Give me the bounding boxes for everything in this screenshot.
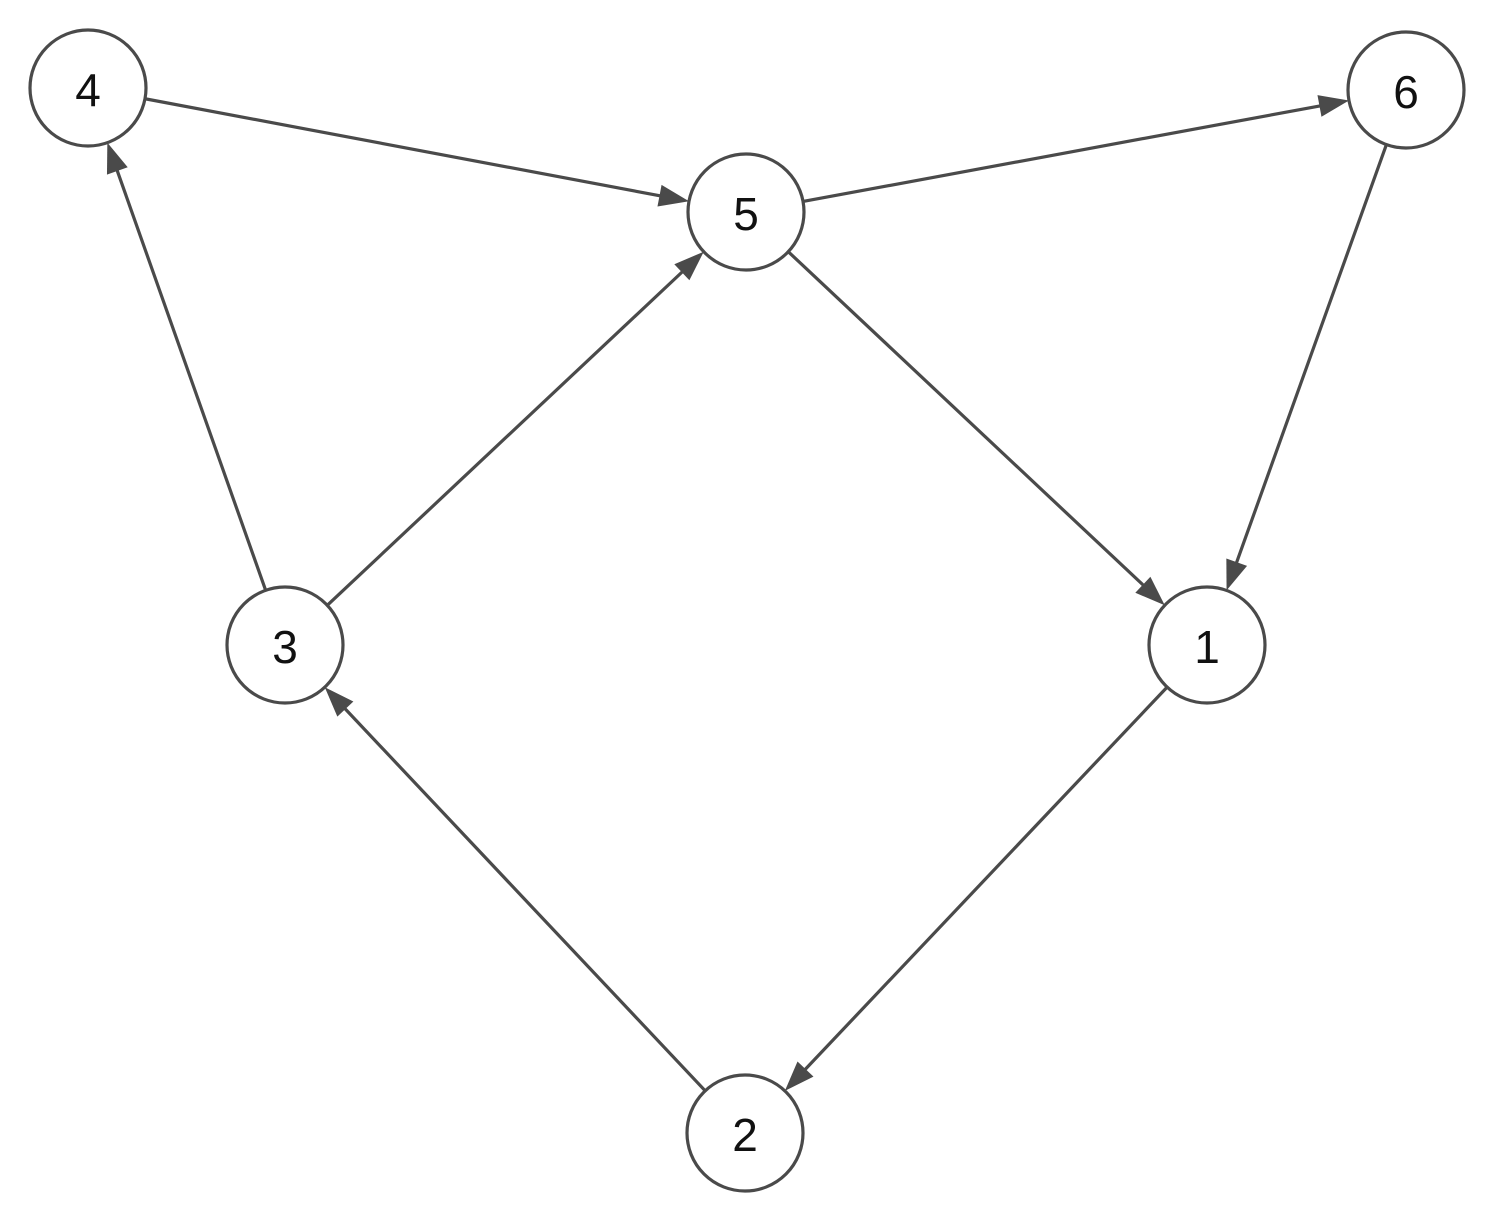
edge-1-to-2 xyxy=(784,686,1169,1091)
edge-line xyxy=(326,268,686,607)
node-label: 3 xyxy=(272,621,298,673)
edge-4-to-5 xyxy=(144,97,690,207)
node-label: 6 xyxy=(1393,66,1419,118)
arrowhead-icon xyxy=(784,1061,814,1091)
edge-line xyxy=(114,166,268,591)
node-label: 1 xyxy=(1194,621,1220,673)
arrowhead-icon xyxy=(1135,576,1165,606)
node-circle xyxy=(225,585,345,705)
node-4: 4 xyxy=(28,28,148,148)
edge-5-to-6 xyxy=(802,95,1349,204)
node-1: 1 xyxy=(1147,585,1267,705)
edge-line xyxy=(1233,144,1388,567)
arrowhead-icon xyxy=(657,184,690,207)
edge-line xyxy=(787,250,1147,589)
edge-line xyxy=(144,97,664,199)
node-6: 6 xyxy=(1346,30,1466,150)
node-circle xyxy=(686,152,806,272)
node-2: 2 xyxy=(685,1073,805,1193)
node-label: 4 xyxy=(75,64,101,116)
edge-2-to-3 xyxy=(324,687,707,1092)
arrowhead-icon xyxy=(1226,558,1248,591)
node-circle xyxy=(28,28,148,148)
edge-line xyxy=(341,705,707,1092)
edge-6-to-1 xyxy=(1226,144,1388,591)
arrowhead-icon xyxy=(1317,95,1349,117)
edge-3-to-4 xyxy=(106,142,268,591)
edge-3-to-5 xyxy=(326,251,704,607)
nodes-layer: 1 2 3 4 5 6 xyxy=(28,28,1466,1193)
edge-line xyxy=(802,103,1324,204)
node-label: 2 xyxy=(732,1109,758,1161)
arrowhead-icon xyxy=(674,251,704,281)
node-5: 5 xyxy=(686,152,806,272)
edge-5-to-1 xyxy=(787,250,1165,606)
node-circle xyxy=(1346,30,1466,150)
arrowhead-icon xyxy=(106,142,128,175)
node-3: 3 xyxy=(225,585,345,705)
node-circle xyxy=(1147,585,1267,705)
edges-layer xyxy=(106,95,1388,1092)
node-label: 5 xyxy=(733,188,759,240)
edge-line xyxy=(801,686,1169,1074)
arrowhead-icon xyxy=(324,687,354,717)
node-circle xyxy=(685,1073,805,1193)
